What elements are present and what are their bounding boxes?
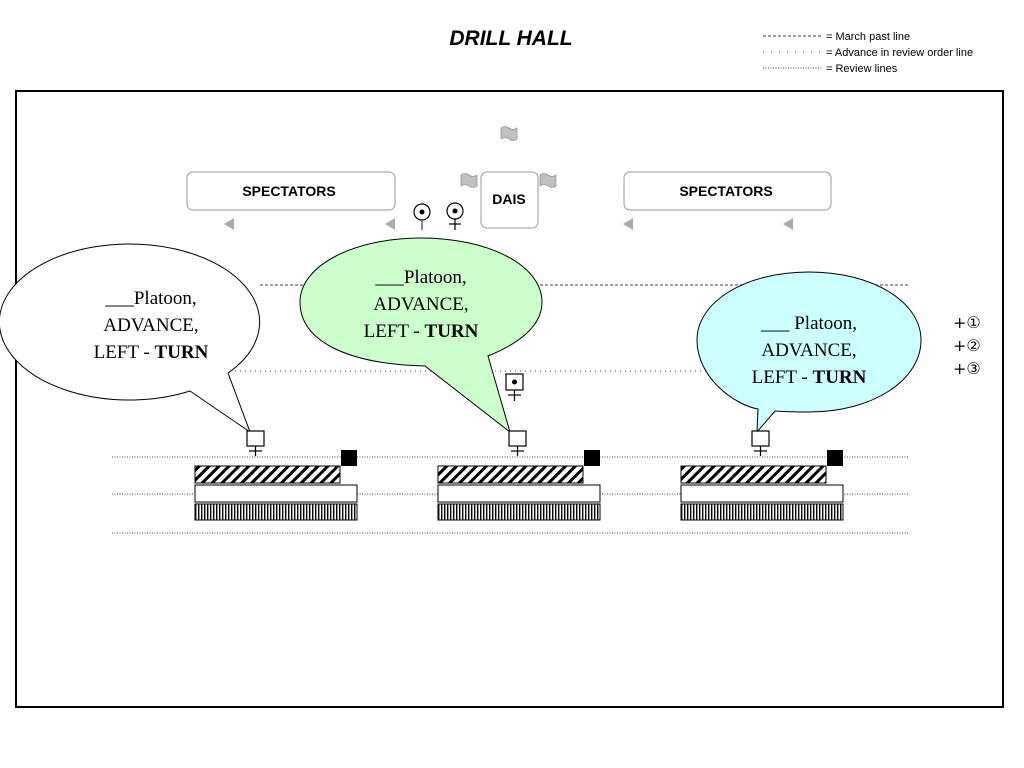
arrow-left-icon-1	[224, 218, 234, 230]
legend-label-march-past: = March past line	[826, 31, 910, 43]
svg-text:LEFT - TURN: LEFT - TURN	[94, 342, 209, 363]
platoon-2-rear-rank	[437, 503, 601, 521]
platoon-1-front-rank	[194, 465, 341, 484]
platoon-3-front-rank	[680, 465, 827, 484]
legend-label-review: = Review lines	[826, 63, 898, 75]
platoon-commander-icon-3	[751, 430, 770, 456]
speech-bubble-1-line2: ADVANCE,	[103, 315, 198, 336]
flag-icon-top	[500, 126, 518, 141]
reviewing-officer-icon	[413, 203, 431, 230]
flag-icon-right	[539, 173, 557, 188]
parade-commander-icon	[505, 373, 524, 401]
aide-icon	[446, 202, 464, 230]
arrow-left-icon-2	[385, 218, 395, 230]
legend: = March past line = Advance in review or…	[763, 31, 973, 75]
speech-bubble-1-line1: ___Platoon,	[104, 288, 196, 309]
platoon-1	[194, 450, 358, 521]
platoon-1-rear-rank	[194, 503, 358, 521]
spectators-left-box	[186, 171, 396, 211]
speech-bubble-3-line3: LEFT -	[752, 367, 813, 388]
legend-label-advance: = Advance in review order line	[826, 47, 973, 59]
platoon-2-centre-rank	[437, 484, 601, 503]
speech-bubble-1: ___Platoon, ADVANCE, LEFT - TURN	[0, 243, 261, 434]
speech-bubble-2-line1: ___Platoon,	[374, 267, 466, 288]
speech-bubble-2: ___Platoon, ADVANCE, LEFT - TURN	[299, 237, 543, 434]
count-3: +③	[953, 359, 981, 378]
platoon-3-centre-rank	[680, 484, 844, 503]
dais-label: DAIS	[492, 191, 525, 207]
platoon-3-sergeant-marker	[827, 450, 843, 466]
dais-box	[480, 171, 539, 229]
speech-bubble-3-line2: ADVANCE,	[761, 340, 856, 361]
count-1: +①	[953, 313, 981, 332]
arrow-left-icon-3	[623, 218, 633, 230]
hall-border	[15, 90, 1004, 708]
speech-bubble-2-line2: ADVANCE,	[373, 294, 468, 315]
arrow-left-icon-4	[783, 218, 793, 230]
svg-text:LEFT - TURN: LEFT - TURN	[364, 321, 479, 342]
platoon-commander-icon-1	[246, 430, 265, 456]
speech-bubble-2-turn: TURN	[425, 321, 479, 342]
platoon-2	[437, 450, 601, 521]
speech-bubble-3-turn: TURN	[813, 367, 867, 388]
platoon-3-rear-rank	[680, 503, 844, 521]
platoon-commander-icon-2	[508, 430, 527, 456]
platoon-2-sergeant-marker	[584, 450, 600, 466]
page-title: DRILL HALL	[449, 27, 572, 50]
platoon-1-centre-rank	[194, 484, 358, 503]
speech-bubble-3-line1: ___ Platoon,	[760, 313, 857, 334]
platoon-1-sergeant-marker	[341, 450, 357, 466]
platoon-2-front-rank	[437, 465, 584, 484]
speech-bubble-1-line3: LEFT -	[94, 342, 155, 363]
spectators-right-label: SPECTATORS	[679, 183, 772, 199]
spectators-left-label: SPECTATORS	[242, 183, 335, 199]
svg-text:LEFT - TURN: LEFT - TURN	[752, 367, 867, 388]
flag-icon-left	[460, 173, 478, 188]
speech-bubble-3: ___ Platoon, ADVANCE, LEFT - TURN	[696, 271, 922, 434]
spectators-right-box	[623, 171, 832, 211]
count-2: +②	[953, 336, 981, 355]
speech-bubble-2-line3: LEFT -	[364, 321, 425, 342]
platoon-3	[680, 450, 844, 521]
speech-bubble-1-turn: TURN	[155, 342, 209, 363]
